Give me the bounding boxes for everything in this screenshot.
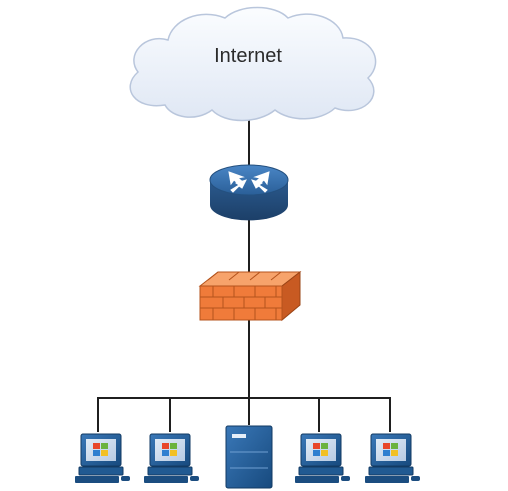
firewall-icon: [198, 270, 302, 322]
cloud-icon: Internet: [129, 6, 377, 122]
wire-bus: [97, 397, 391, 432]
workstation-icon: [364, 433, 421, 484]
cloud-label: Internet: [214, 45, 282, 67]
workstation-icon: [143, 433, 200, 484]
router-icon: [209, 164, 289, 221]
workstation-icon: [294, 433, 351, 484]
server-icon: [225, 425, 273, 489]
workstation-icon: [74, 433, 131, 484]
